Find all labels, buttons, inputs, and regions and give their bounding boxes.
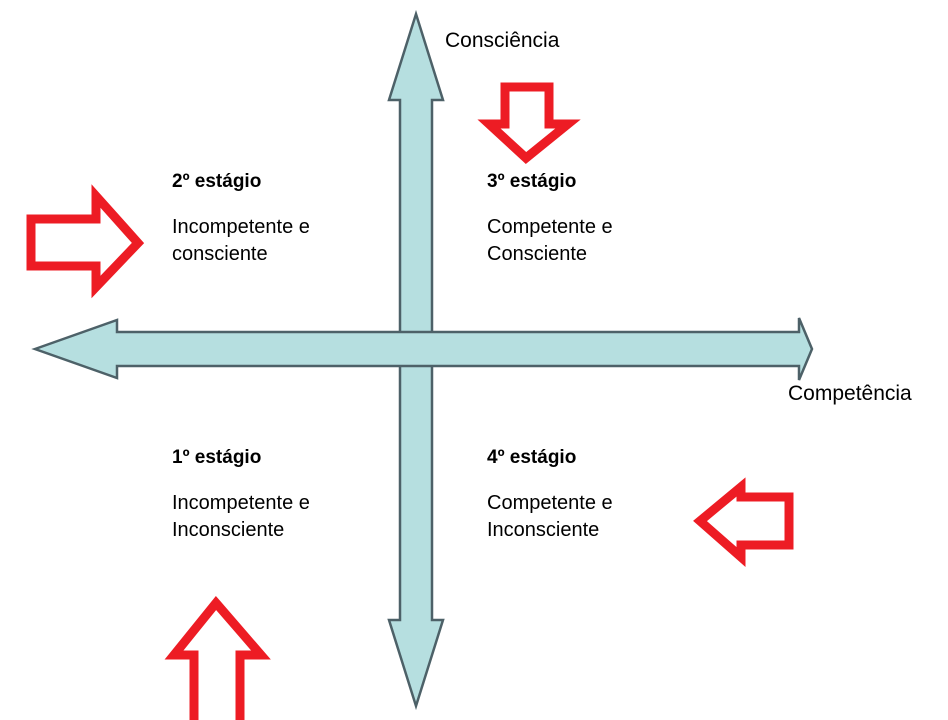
- quadrant-bottom-right-line1: Competente e: [487, 492, 613, 514]
- quadrant-top-right-line1: Competente e: [487, 216, 613, 238]
- quadrant-bottom-left-line2: Inconsciente: [172, 519, 285, 541]
- quadrant-top-left: 2º estágio Incompetente e consciente: [172, 170, 442, 268]
- quadrant-bottom-left: 1º estágio Incompetente e Inconsciente: [172, 446, 442, 544]
- quadrant-bottom-right-line2: Inconsciente: [487, 519, 600, 541]
- quadrant-top-right-title: 3º estágio: [487, 171, 577, 192]
- marker-down-icon: [477, 82, 581, 164]
- quadrant-bottom-left-line1: Incompetente e: [172, 492, 310, 514]
- quadrant-top-left-body: Incompetente e consciente: [172, 214, 442, 268]
- quadrant-top-left-title: 2º estágio: [172, 171, 262, 192]
- horizontal-axis-arrow: [31, 317, 814, 381]
- marker-left-icon: [693, 477, 794, 567]
- quadrant-top-left-line2: consciente: [172, 243, 268, 265]
- quadrant-bottom-right: 4º estágio Competente e Inconsciente: [487, 446, 757, 544]
- quadrant-top-right-line2: Consciente: [487, 243, 588, 265]
- axis-label-consciencia: Consciência: [445, 29, 560, 52]
- quadrant-bottom-right-body: Competente e Inconsciente: [487, 490, 757, 544]
- quadrant-bottom-left-title: 1º estágio: [172, 447, 262, 468]
- quadrant-top-right: 3º estágio Competente e Consciente: [487, 170, 757, 268]
- axis-label-competencia: Competência: [788, 382, 912, 405]
- quadrant-top-left-line1: Incompetente e: [172, 216, 310, 238]
- quadrant-bottom-left-body: Incompetente e Inconsciente: [172, 490, 442, 544]
- marker-right-icon: [26, 184, 145, 299]
- quadrant-top-right-body: Competente e Consciente: [487, 214, 757, 268]
- quadrant-bottom-right-title: 4º estágio: [487, 447, 577, 468]
- marker-up-icon: [164, 595, 271, 720]
